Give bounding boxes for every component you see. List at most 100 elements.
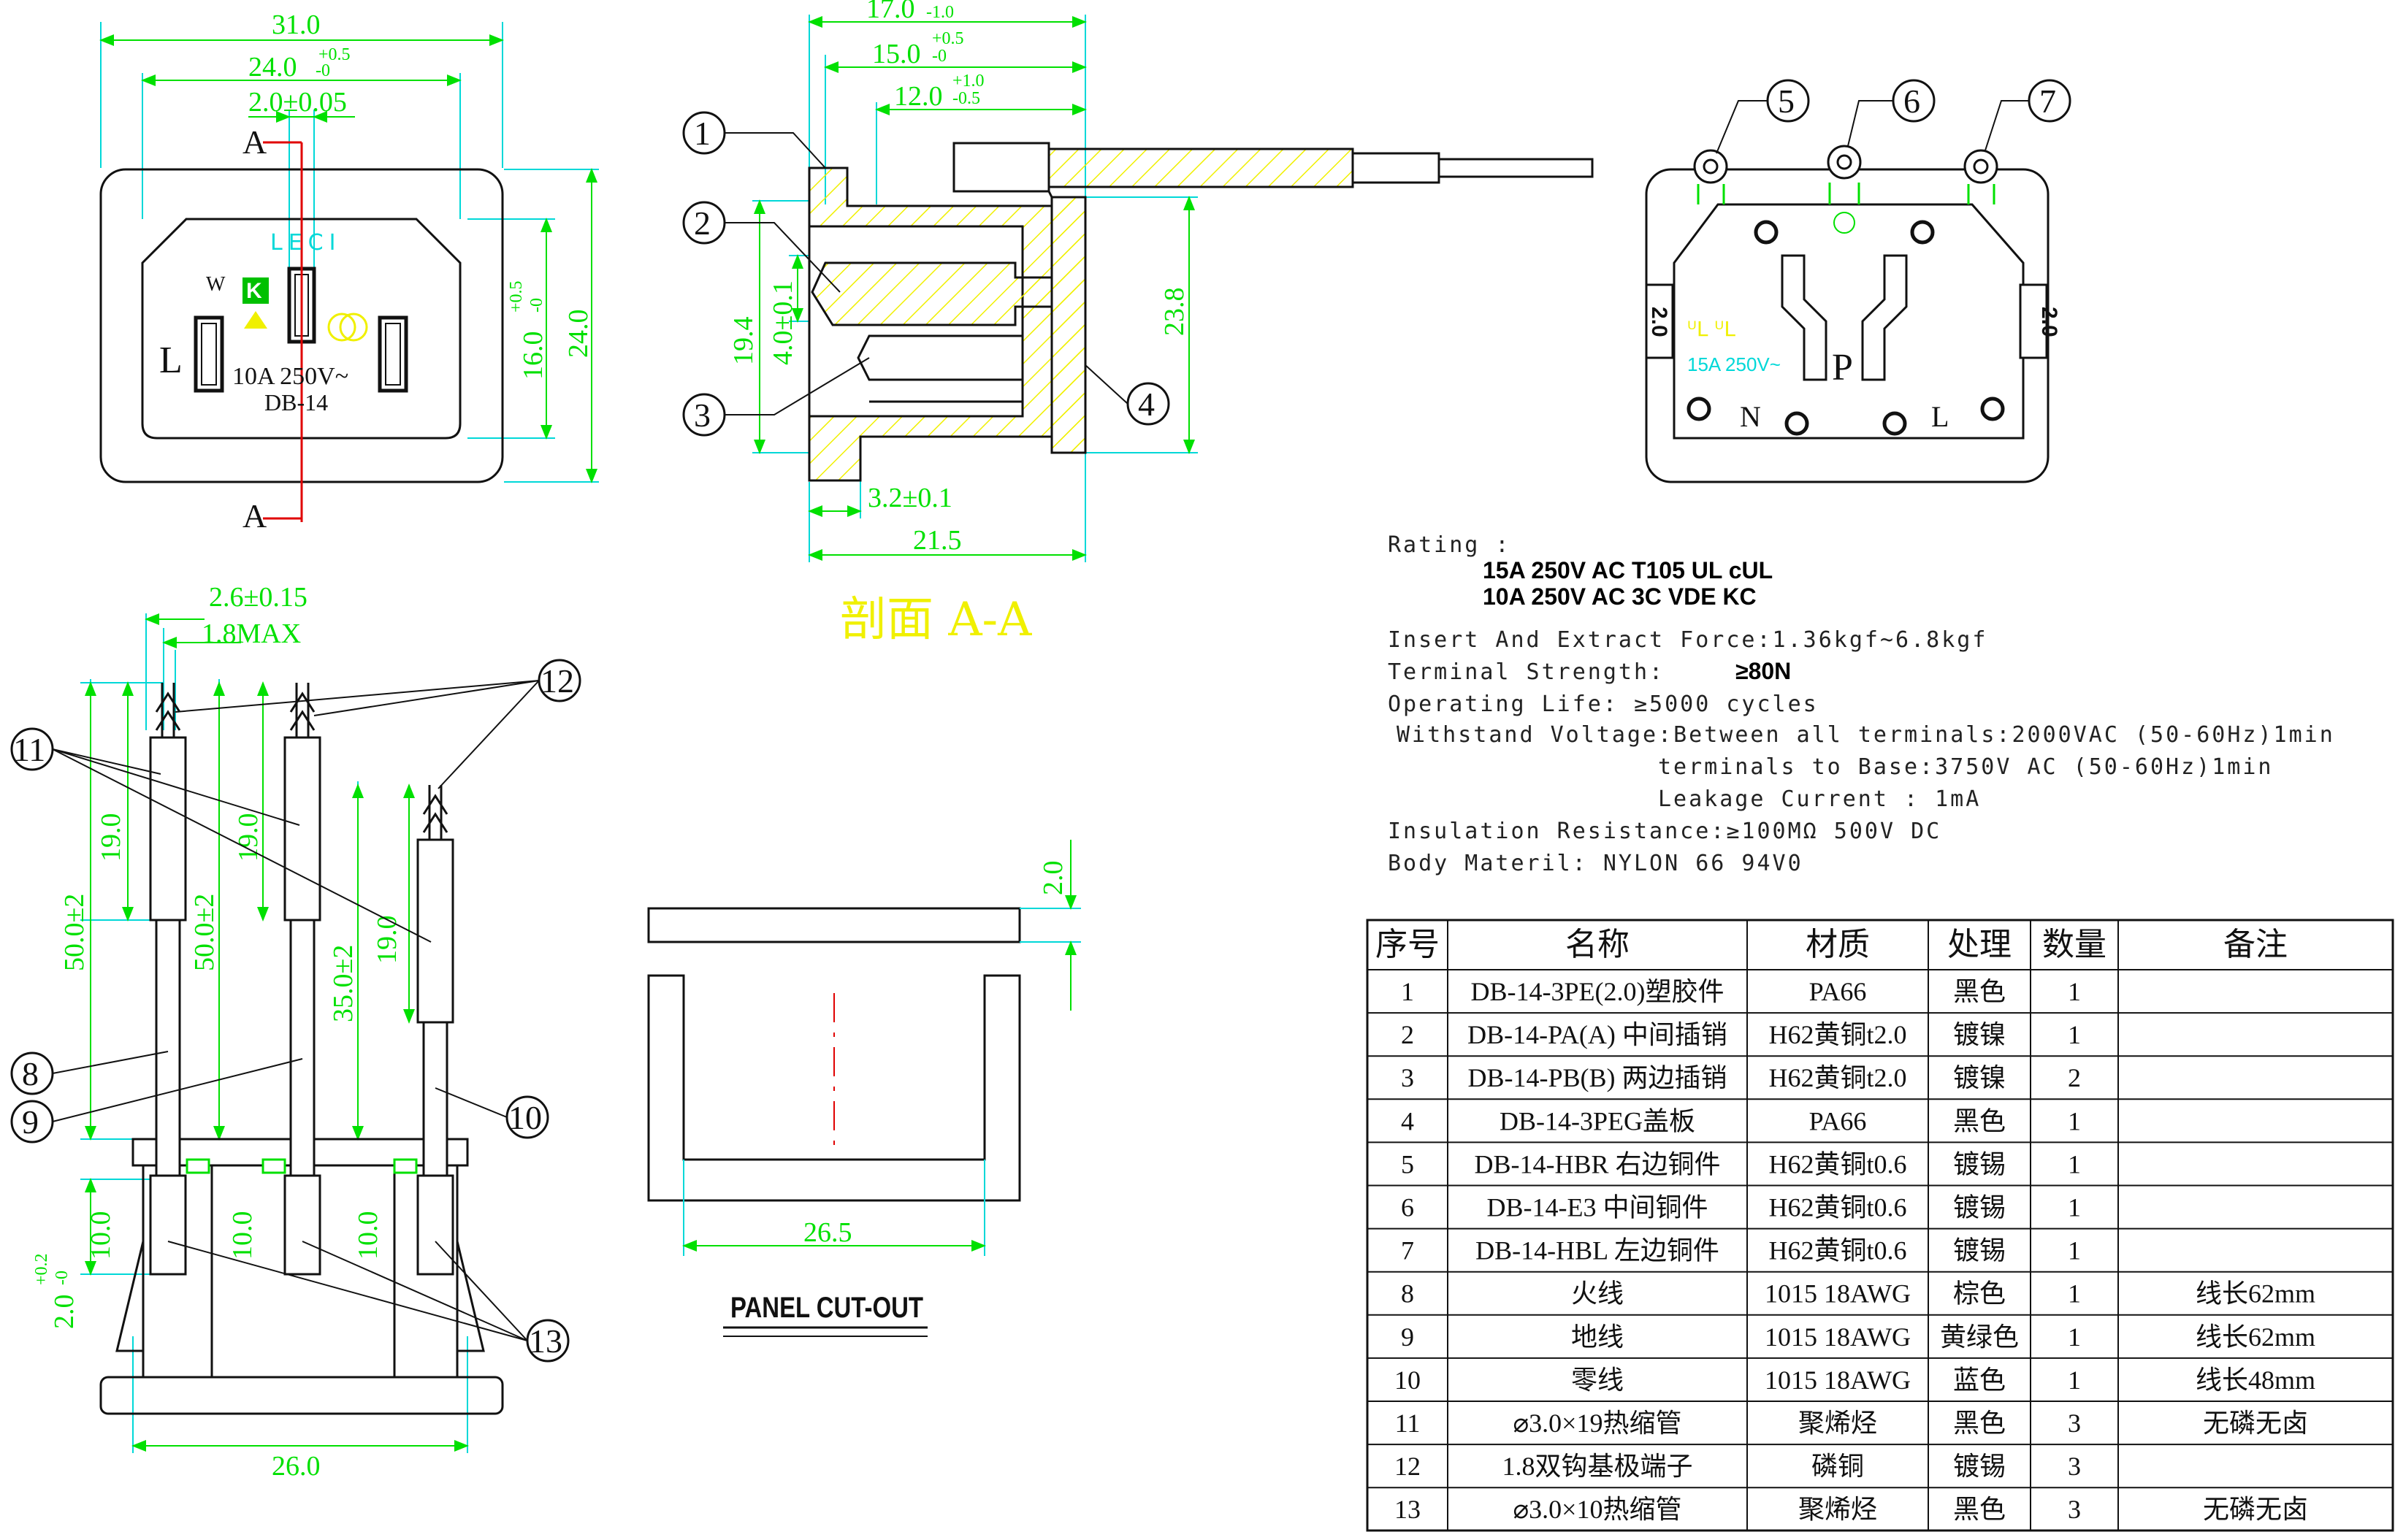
bom-cell: 无磷无卤	[2203, 1409, 2308, 1438]
section-mark-bottom: A	[242, 497, 267, 535]
dim-section-top2-tol-lower: -0	[932, 47, 947, 66]
dim-section-top2-tol-upper: +0.5	[932, 29, 964, 48]
front-view: 31.0 24.0 +0.5 -0 2.0±0.05 16.0 +0.5 -0 …	[99, 9, 599, 535]
bom-cell: 1	[2068, 1322, 2081, 1352]
wire-mid-sleeve	[283, 736, 321, 922]
bom-cell: H62黄铜t0.6	[1768, 1149, 1906, 1179]
bom-cell: 镀锡	[1953, 1193, 2006, 1222]
front-model: DB-14	[264, 389, 328, 415]
rear-slot-p-right	[1861, 254, 1908, 381]
bom-cell: 棕色	[1953, 1279, 2006, 1309]
bom-cell: 6	[1401, 1193, 1414, 1222]
bom-cell: 磷铜	[1811, 1452, 1864, 1481]
bom-cell: 火线	[1571, 1279, 1624, 1309]
rear-n-mark: N	[1740, 400, 1761, 433]
section-view: 17.0 -1.0 15.0 +0.5 -0 12.0 +1.0 -0.5 19…	[682, 0, 1594, 647]
bom-cell: DB-14-3PE(2.0)塑胶件	[1471, 977, 1724, 1006]
dim-left-sleeve: 19.0	[96, 813, 126, 862]
spec-leakage: Leakage Current : 1mA	[1658, 786, 1981, 812]
dim-right-sleeve: 19.0	[372, 916, 402, 965]
dim-section-top3: 12.0	[894, 81, 943, 112]
bom-cell: 黑色	[1953, 1409, 2006, 1438]
dim-opening-height: 16.0	[518, 332, 549, 380]
rear-rating: 15A 250V~	[1687, 353, 1781, 375]
ul-mark-icon: ᵁL ᵁL	[1687, 317, 1735, 341]
bom-cell: 1.8双钩基极端子	[1502, 1452, 1692, 1481]
spec-rating-label: Rating :	[1388, 532, 1511, 558]
brand-text: LECI	[270, 230, 341, 256]
dim-pin-tip: 2.6±0.15	[209, 582, 308, 613]
balloon-5: 5	[1778, 83, 1795, 120]
bom-cell: 1	[2068, 1020, 2081, 1049]
ccc-mark-icon	[327, 313, 356, 342]
balloon-10: 10	[508, 1099, 542, 1136]
section-center-pin	[811, 261, 1053, 326]
dim-opening-height-tol-lower: -0	[527, 298, 546, 313]
dim-mid-total: 50.0±2	[189, 894, 220, 971]
balloon-13: 13	[529, 1322, 562, 1360]
bom-cell: 1	[2068, 1365, 2081, 1395]
dim-opening-tol-lower: -0	[316, 61, 330, 80]
dim-opening-tol-upper: +0.5	[318, 45, 351, 64]
dim-section-top2: 15.0	[872, 39, 921, 69]
dim-tube-mid: 10.0	[227, 1211, 258, 1260]
bom-cell: 1015 18AWG	[1765, 1279, 1911, 1309]
bom-cell: 12	[1394, 1452, 1421, 1481]
bom-cell: 3	[2068, 1495, 2081, 1524]
section-mark-top: A	[242, 123, 267, 161]
bom-cell: 镀镍	[1953, 1063, 2006, 1092]
balloon-1: 1	[694, 115, 711, 152]
spec-body: Body Materil: NYLON 66 94V0	[1388, 851, 1803, 876]
balloon-3: 3	[694, 397, 711, 434]
kc-mark-icon	[242, 277, 269, 304]
bom-cell: 镀锡	[1953, 1236, 2006, 1265]
bom-cell: DB-14-E3 中间铜件	[1487, 1193, 1708, 1222]
bom-cell: 4	[1401, 1106, 1414, 1135]
cutout-title: PANEL CUT-OUT	[730, 1292, 923, 1324]
bom-cell: 1	[2068, 977, 2081, 1006]
bom-cell: 5	[1401, 1149, 1414, 1179]
bom-cell: 10	[1394, 1365, 1421, 1395]
dim-section-bottom2: 21.5	[913, 525, 962, 556]
dim-section-top3-tol-lower: -0.5	[952, 89, 980, 108]
bom-cell: 3	[1401, 1063, 1414, 1092]
l-mark: L	[159, 340, 183, 381]
balloon-9: 9	[22, 1103, 39, 1141]
bom-cell: 线长62mm	[2196, 1279, 2315, 1309]
rear-p-mark: P	[1832, 347, 1853, 388]
bom-cell: 线长62mm	[2196, 1322, 2315, 1352]
bom-cell: 镀锡	[1953, 1149, 2006, 1179]
spec-life: Operating Life: ≥5000 cycles	[1388, 692, 1819, 717]
bom-cell: DB-14-3PEG盖板	[1500, 1106, 1695, 1135]
dim-left-total: 50.0±2	[59, 894, 90, 971]
bom-cell: 蓝色	[1953, 1365, 2006, 1395]
w-mark: W	[206, 273, 226, 296]
bom-cell: 3	[2068, 1409, 2081, 1438]
spec-terminal-value: ≥80N	[1735, 658, 1791, 684]
spec-rating-line1: 15A 250V AC T105 UL cUL	[1483, 557, 1773, 583]
dim-section-top3-tol-upper: +1.0	[952, 72, 985, 91]
bom-cell: 11	[1395, 1409, 1421, 1438]
bom-cell: 镀锡	[1953, 1452, 2006, 1481]
bom-cell: 聚烯烃	[1798, 1409, 1877, 1438]
bom-cell: 2	[2068, 1063, 2081, 1092]
dim-opening-width: 24.0	[248, 52, 297, 83]
cutout-bar	[647, 907, 1021, 943]
bom-cell: 9	[1401, 1322, 1414, 1352]
section-side-pin	[857, 334, 1024, 381]
panel-cutout: 2.0 26.5 PANEL CUT-OUT	[647, 840, 1081, 1337]
bom-cell: H62黄铜t2.0	[1768, 1063, 1906, 1092]
dim-right-total: 35.0±2	[328, 945, 359, 1022]
bom-header-cell: 材质	[1806, 927, 1870, 962]
dim-opening-height-tol-upper: +0.5	[507, 280, 526, 313]
cutout-u-shape	[647, 974, 1021, 1202]
bom-cell: 聚烯烃	[1798, 1495, 1877, 1524]
spec-insulation: Insulation Resistance:≥100MΩ 500V DC	[1388, 819, 1941, 844]
dim-pin-width: 2.0±0.05	[248, 87, 347, 118]
bom-header-cell: 名称	[1565, 927, 1630, 962]
bom-cell: 黑色	[1953, 1495, 2006, 1524]
bom-cell: 1	[2068, 1106, 2081, 1135]
wire-left-sleeve	[149, 736, 187, 922]
spec-rating-line2: 10A 250V AC 3C VDE KC	[1483, 583, 1757, 610]
dim-panel-tol: 2.0	[49, 1295, 80, 1330]
